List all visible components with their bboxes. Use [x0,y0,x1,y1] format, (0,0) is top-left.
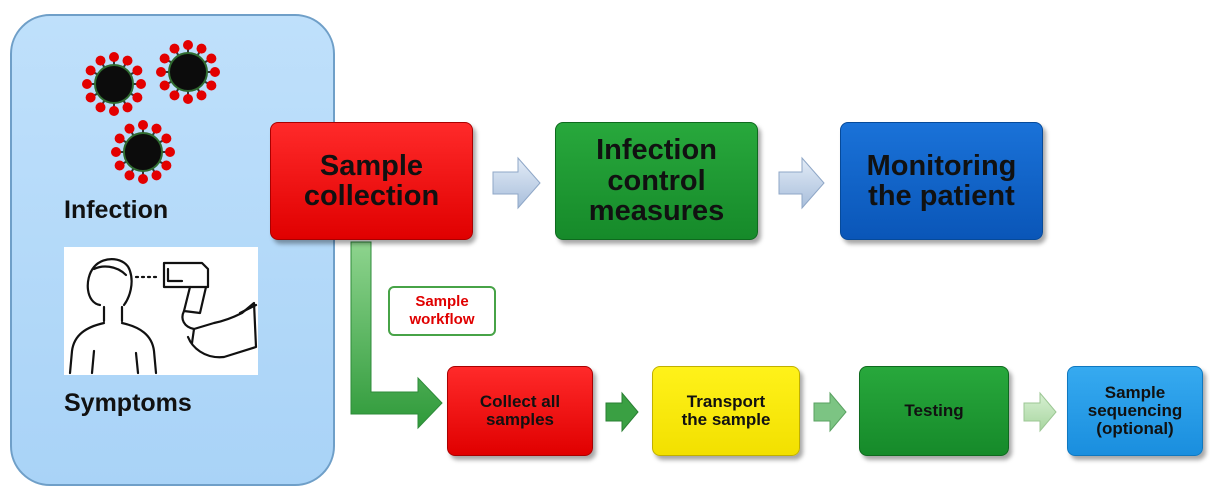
infection-control-line3: measures [588,195,725,228]
sequencing-line1: Sample [1104,383,1166,403]
monitoring-line2: the patient [868,180,1015,212]
transport-line2: the sample [681,410,771,429]
infection-control-line1: Infection [596,134,717,167]
sequencing-line3: (optional) [1096,418,1174,438]
sequencing-line2: sequencing [1087,401,1183,421]
arrow-right-icon [1023,391,1057,433]
infection-label: Infection [64,196,169,224]
workflow-line1: Sample [415,293,469,310]
monitoring-line1: Monitoring [866,149,1017,182]
transport-line1: Transport [686,392,766,412]
sample-workflow-label: Sample workflow [388,286,496,336]
workflow-elbow-arrow [350,241,443,430]
workflow-line2: workflow [409,311,475,328]
sample-collection-line1: Sample [319,149,424,182]
thermometer-scan-icon [64,247,258,375]
arrow-right-icon [492,156,541,210]
infection-control-line2: control [607,164,706,197]
symptoms-label: Symptoms [64,389,192,417]
arrow-right-icon [778,156,825,210]
collect-line1: Collect all [479,392,561,412]
testing-box: Testing [859,366,1009,456]
virus-icon [111,120,175,184]
collect-line2: samples [485,410,555,429]
virus-icon [82,52,146,116]
arrow-right-icon [605,391,639,433]
sample-collection-line2: collection [303,180,440,212]
virus-icon [156,40,220,104]
testing-line1: Testing [904,401,964,421]
arrow-right-icon [813,391,847,433]
